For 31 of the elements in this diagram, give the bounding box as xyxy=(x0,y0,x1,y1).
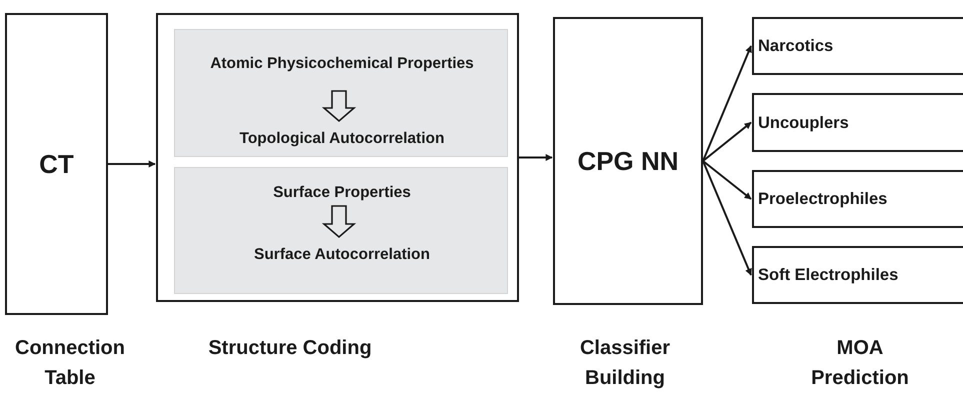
block-arrow xyxy=(322,205,356,238)
stage-label: MOA Prediction xyxy=(810,336,910,391)
node-text: CT xyxy=(39,149,74,179)
arrow xyxy=(702,160,752,276)
stage-label: Classifier Building xyxy=(578,336,672,391)
arrow xyxy=(108,160,156,168)
process-box xyxy=(752,93,963,152)
group-panel xyxy=(174,29,508,157)
block-arrow xyxy=(322,90,356,122)
container-box xyxy=(156,13,519,302)
node-text: Narcotics xyxy=(758,36,834,57)
node-text: Proelectrophiles xyxy=(758,189,888,210)
node-text: Atomic Physicochemical Properties xyxy=(210,54,474,74)
process-box xyxy=(752,17,963,75)
process-box xyxy=(752,170,963,228)
stage-label: Structure Coding xyxy=(207,336,373,361)
node-text: Surface Properties xyxy=(273,183,411,203)
node-text: Surface Autocorrelation xyxy=(254,245,430,265)
node-text: Uncouplers xyxy=(758,112,849,134)
group-panel xyxy=(174,167,508,294)
arrow xyxy=(702,45,752,162)
arrow xyxy=(519,154,553,161)
node-text: Topological Autocorrelation xyxy=(240,129,444,149)
node-text: CPG NN xyxy=(577,146,679,176)
node-text: Soft Electrophiles xyxy=(758,265,898,286)
arrow xyxy=(702,122,752,162)
process-box xyxy=(5,13,108,315)
arrow xyxy=(702,160,752,200)
stage-label: Connection Table xyxy=(14,336,126,391)
process-box xyxy=(752,246,963,304)
process-box xyxy=(553,17,703,305)
